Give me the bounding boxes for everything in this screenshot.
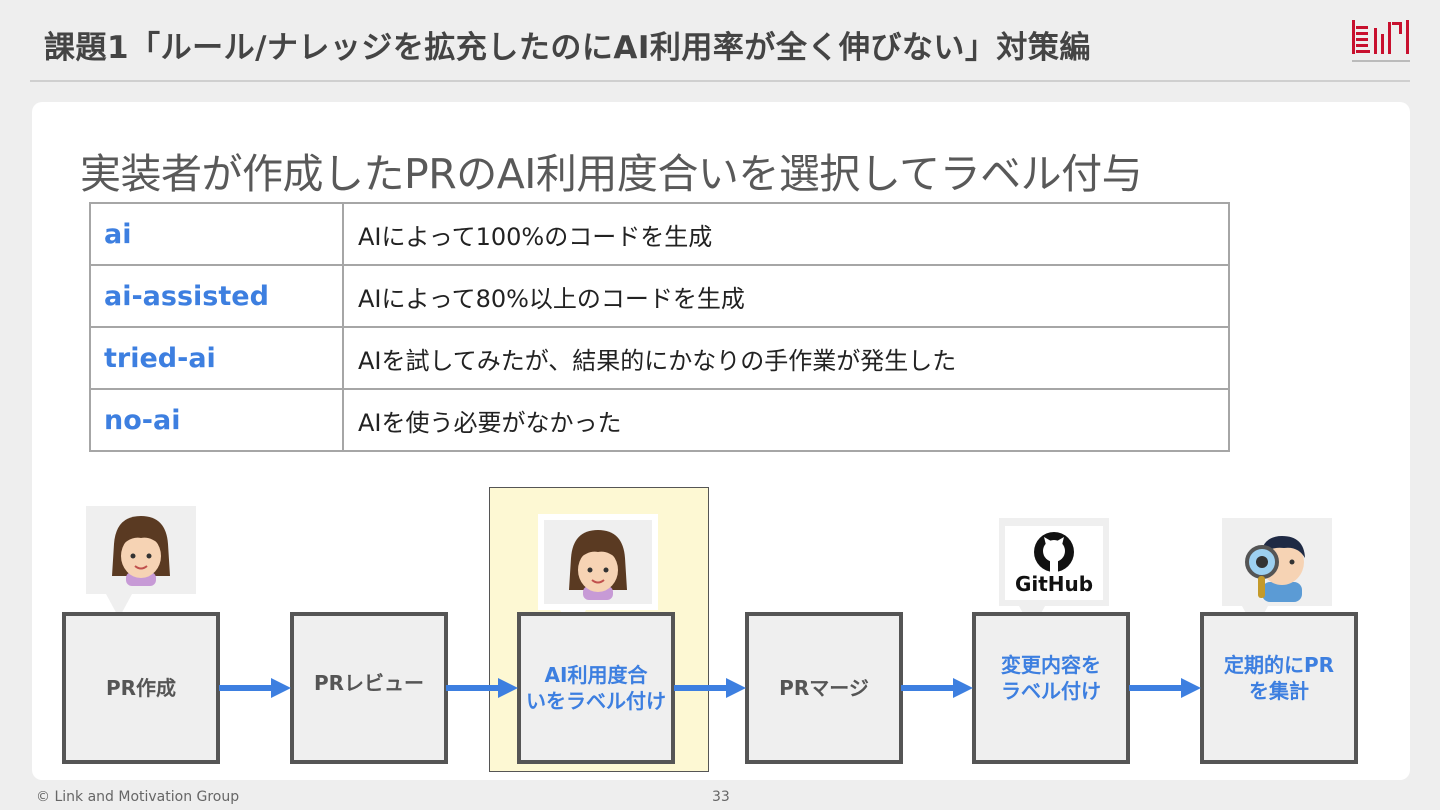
page-number: 33 [712,789,730,805]
step-label-line2: いをラベル付け [526,689,666,713]
flow-step-pr-create: PR作成 [62,612,220,764]
speech-bubble [86,506,196,618]
copyright-text: © Link and Motivation Group [36,789,240,805]
speech-bubble: GitHub [999,518,1109,630]
table-row: no-ai AIを使う必要がなかった [89,388,1230,452]
step-label-line1: 変更内容を [1001,653,1101,677]
section-subtitle: 実装者が作成したPRのAI利用度合いを選択してラベル付与 [80,150,1143,198]
step-label: PR作成 [105,676,177,700]
table-row: ai-assisted AIによって80%以上のコードを生成 [89,264,1230,328]
flow-arrow-icon [1129,678,1201,698]
flow-arrow-icon [219,678,291,698]
speech-bubble [538,514,658,634]
github-logo-text: GitHub [1014,572,1094,596]
flow-arrow-icon [446,678,518,698]
label-description: AIによって100%のコードを生成 [342,202,1230,266]
github-icon [1005,526,1103,600]
step-label: PRマージ [779,676,869,700]
flow-step-aggregate: 定期的にPR を集計 [1200,612,1358,764]
label-description: AIを使う必要がなかった [342,388,1230,452]
flow-arrow-icon [901,678,973,698]
speech-bubble [1222,518,1332,630]
step-label: PRレビュー [313,671,425,695]
company-logo-icon [1352,20,1410,62]
flow-step-ai-labeling: AI利用度合 いをラベル付け [517,612,675,764]
woman-developer-icon [112,516,170,586]
label-definition-table: ai AIによって100%のコードを生成 ai-assisted AIによって8… [89,202,1230,452]
label-description: AIによって80%以上のコードを生成 [342,264,1230,328]
flow-step-pr-review: PRレビュー [290,612,448,764]
label-name: ai [89,202,344,266]
label-name: no-ai [89,388,344,452]
title-divider [30,80,1410,82]
step-label-line1: 定期的にPR [1223,653,1335,677]
woman-developer-icon [544,520,652,604]
label-description: AIを試してみたが、結果的にかなりの手作業が発生した [342,326,1230,390]
flow-step-pr-merge: PRマージ [745,612,903,764]
flow-arrow-icon [674,678,746,698]
flow-step-change-labeling: 変更内容を ラベル付け [972,612,1130,764]
step-label-line2: ラベル付け [1001,679,1101,703]
step-label-line2: を集計 [1249,679,1309,703]
table-row: tried-ai AIを試してみたが、結果的にかなりの手作業が発生した [89,326,1230,390]
step-label-line1: AI利用度合 [544,663,648,687]
label-name: ai-assisted [89,264,344,328]
table-row: ai AIによって100%のコードを生成 [89,202,1230,266]
magnifier-man-icon [1245,536,1305,602]
label-name: tried-ai [89,326,344,390]
slide-title: 課題1「ルール/ナレッジを拡充したのにAI利用率が全く伸びない」対策編 [44,30,1091,66]
